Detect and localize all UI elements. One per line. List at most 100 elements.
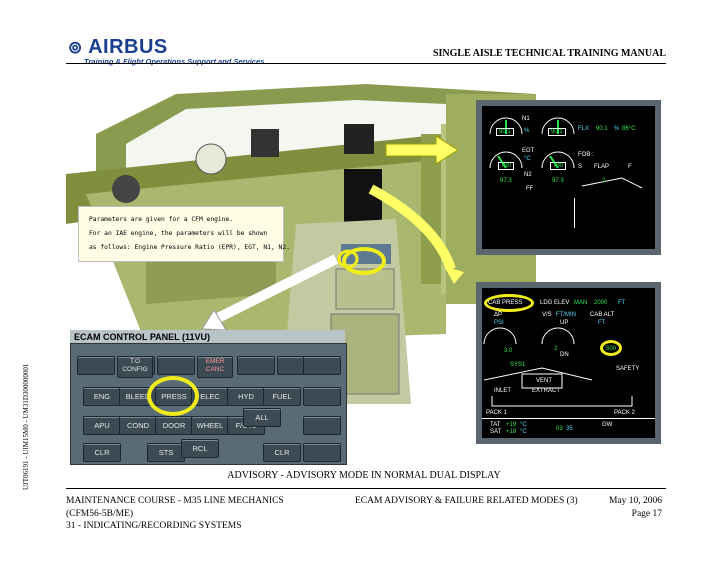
egt-label: EGT: [522, 148, 535, 154]
engine-parameter-note: Parameters are given for a CFM engine. F…: [78, 206, 290, 262]
ldg-elev-value: 2000: [594, 300, 608, 306]
press-highlight-ring: [147, 376, 199, 416]
extract-label: EXTRACT: [532, 388, 561, 394]
flx-label: FLX: [578, 126, 590, 132]
door-button[interactable]: DOOR: [155, 416, 193, 435]
vs-label: V/S: [542, 312, 552, 318]
clr-right-button[interactable]: CLR: [263, 443, 301, 462]
cab-alt-label: CAB ALT: [590, 312, 615, 318]
fob-label: FOB :: [578, 152, 594, 158]
pack2-label: PACK 2: [614, 410, 635, 416]
footer-date: May 10, 2006: [608, 496, 662, 506]
cab-alt-unit: FT: [598, 320, 606, 326]
apu-button[interactable]: APU: [83, 416, 121, 435]
all-button[interactable]: ALL: [243, 408, 281, 427]
manual-title: SINGLE AISLE TECHNICAL TRAINING MANUAL: [432, 48, 666, 59]
n2-right-value: 97.3: [552, 178, 564, 184]
ldg-elev-mode: MAN: [574, 300, 588, 306]
flx-value: 90.1: [596, 126, 608, 132]
n1-unit: %: [524, 128, 530, 134]
airbus-logo: ⊚ AIRBUS Training & Flight Operations Su…: [68, 36, 264, 66]
egt-right-value: 730: [550, 162, 567, 170]
sys1-label: SYS1: [510, 362, 526, 368]
tat-value: +19: [506, 422, 517, 428]
sat-unit: °C: [520, 429, 527, 435]
n2-left-value: 97.3: [500, 178, 512, 184]
n1-right-value: 90.1: [548, 128, 566, 136]
chapter-name: 31 - INDICATING/RECORDING SYSTEMS: [66, 521, 242, 531]
upper-ecam-display: N1 90.1 90.1 % EGT °C 730 730 N2 97.3 97…: [476, 100, 661, 255]
course-name: MAINTENANCE COURSE - M35 LINE MECHANICS: [66, 496, 284, 506]
ff-label: FF: [526, 186, 534, 192]
sat-label: SAT: [490, 429, 502, 435]
tat-unit: °C: [520, 422, 527, 428]
engine-gauges: [489, 117, 643, 228]
section-title: ECAM ADVISORY & FAILURE RELATED MODES (3…: [355, 496, 578, 506]
flap-position: 2: [602, 178, 606, 184]
wheel-button[interactable]: WHEEL: [191, 416, 229, 435]
vs-up-label: UP: [560, 320, 569, 326]
safety-label: SAFETY: [616, 366, 640, 372]
eng-button[interactable]: ENG: [83, 387, 121, 406]
blank-key-1[interactable]: [77, 356, 115, 375]
vs-value: 2: [554, 346, 558, 352]
flap-label: FLAP: [594, 164, 610, 170]
sat-value: +18: [506, 429, 517, 435]
inlet-label: INLET: [494, 388, 512, 394]
clock-minutes: 35: [566, 426, 573, 432]
pack1-label: PACK 1: [486, 410, 507, 416]
cab-press-highlight-ring: [484, 294, 534, 312]
header-rule: [66, 63, 666, 64]
flap-f-label: F: [628, 164, 632, 170]
cab-press-synoptic: [482, 327, 655, 419]
ldg-elev-label: LDG ELEV: [540, 300, 570, 306]
note-line-2: For an IAE engine, the parameters will b…: [89, 230, 268, 237]
clr-left-button[interactable]: CLR: [83, 443, 121, 462]
hyd-button[interactable]: HYD: [227, 387, 265, 406]
delta-p-label: ΔP: [494, 312, 503, 318]
egt-unit: °C: [524, 156, 531, 162]
egt-left-value: 730: [498, 162, 515, 170]
blank-key-4[interactable]: [237, 356, 275, 375]
footer-left: MAINTENANCE COURSE - M35 LINE MECHANICS …: [66, 495, 284, 533]
blank-key-9[interactable]: [303, 443, 341, 462]
engine-type: (CFM56-5B/ME): [66, 508, 134, 519]
cond-button[interactable]: COND: [119, 416, 157, 435]
tat-label: TAT: [490, 422, 501, 428]
clock-hours: 03: [556, 426, 563, 432]
note-line-3: as follows: Engine Pressure Ratio (EPR),…: [89, 244, 290, 251]
fuel-button[interactable]: FUEL: [263, 387, 301, 406]
ldg-elev-unit: FT: [618, 300, 626, 306]
n1-left-value: 90.1: [496, 128, 514, 136]
blank-key-8[interactable]: [303, 416, 341, 435]
brand-name: ⊚ AIRBUS: [68, 36, 168, 58]
blank-key-7[interactable]: [303, 387, 341, 406]
footer-rule: [66, 488, 666, 489]
sts-button[interactable]: STS: [147, 443, 185, 462]
brand-tagline: Training & Flight Operations Support and…: [84, 57, 265, 66]
vent-label: VENT: [536, 378, 553, 384]
ecam-panel-title: ECAM CONTROL PANEL (11VU): [70, 330, 345, 343]
gw-label: GW: [602, 422, 613, 428]
blank-key-3[interactable]: [157, 356, 195, 375]
n1-label: N1: [522, 116, 530, 122]
figure-caption: ADVISORY - ADVISORY MODE IN NORMAL DUAL …: [227, 470, 501, 481]
flx-temp: 86°C: [622, 126, 636, 132]
n2-label: N2: [524, 172, 532, 178]
flap-s-label: S: [578, 164, 583, 170]
vs-unit: FT/MIN: [556, 312, 576, 318]
note-line-1: Parameters are given for a CFM engine.: [89, 216, 234, 223]
cab-alt-highlight-ring: [600, 340, 622, 356]
flx-unit: %: [614, 126, 620, 132]
blank-key-6[interactable]: [303, 356, 341, 375]
psi-unit: PSI: [494, 320, 504, 326]
lower-ecam-display: CAB PRESS LDG ELEV MAN 2000 FT ΔP PSI V/…: [476, 282, 661, 444]
rcl-button[interactable]: RCL: [181, 439, 219, 458]
delta-p-value: 3.0: [504, 348, 513, 354]
airbus-swirl-icon: ⊚: [68, 38, 83, 57]
page-number: Page 17: [631, 508, 662, 519]
vs-dn-label: DN: [560, 352, 569, 358]
